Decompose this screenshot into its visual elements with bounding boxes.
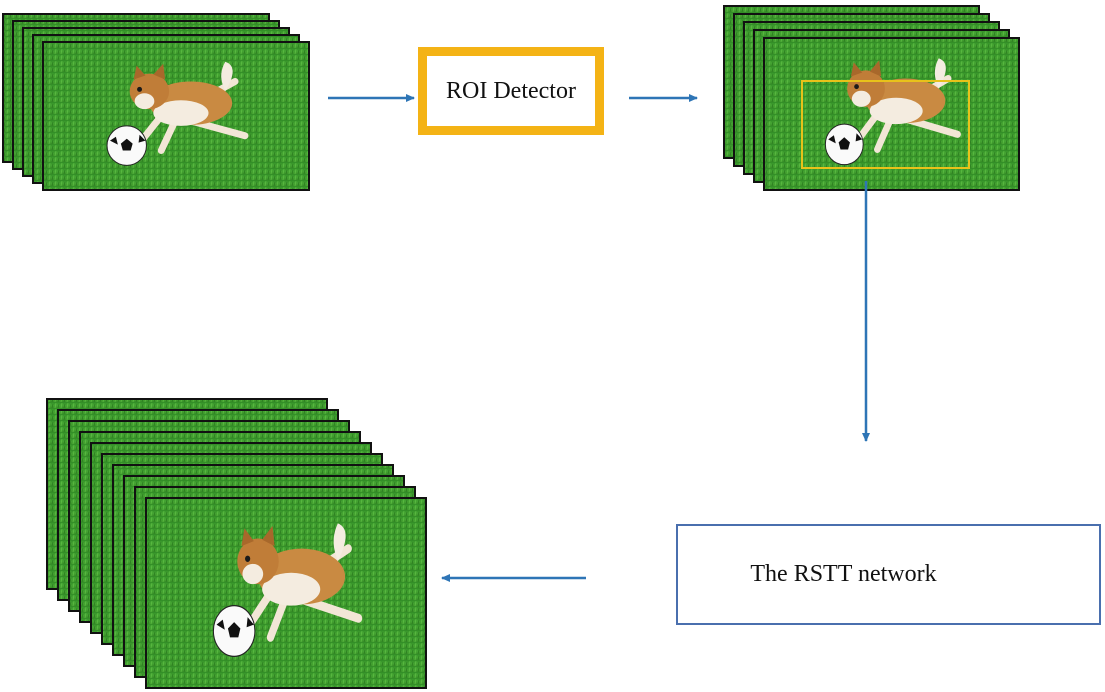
video-frame [42, 41, 310, 191]
output-frame-stack [46, 398, 427, 689]
roi-frame-stack [723, 5, 1020, 191]
roi-detector-box: ROI Detector [418, 47, 604, 135]
roi-detector-label: ROI Detector [446, 77, 576, 104]
video-frame [763, 37, 1020, 191]
puppy-illustration [824, 58, 961, 166]
rstt-network-label: The RSTT network [750, 561, 937, 587]
puppy-illustration [106, 61, 249, 166]
roi-bounding-box [801, 80, 970, 169]
puppy-illustration [212, 523, 363, 657]
video-frame [145, 497, 427, 689]
input-frame-stack [2, 13, 310, 191]
rstt-network-box: The RSTT network [676, 524, 1101, 625]
